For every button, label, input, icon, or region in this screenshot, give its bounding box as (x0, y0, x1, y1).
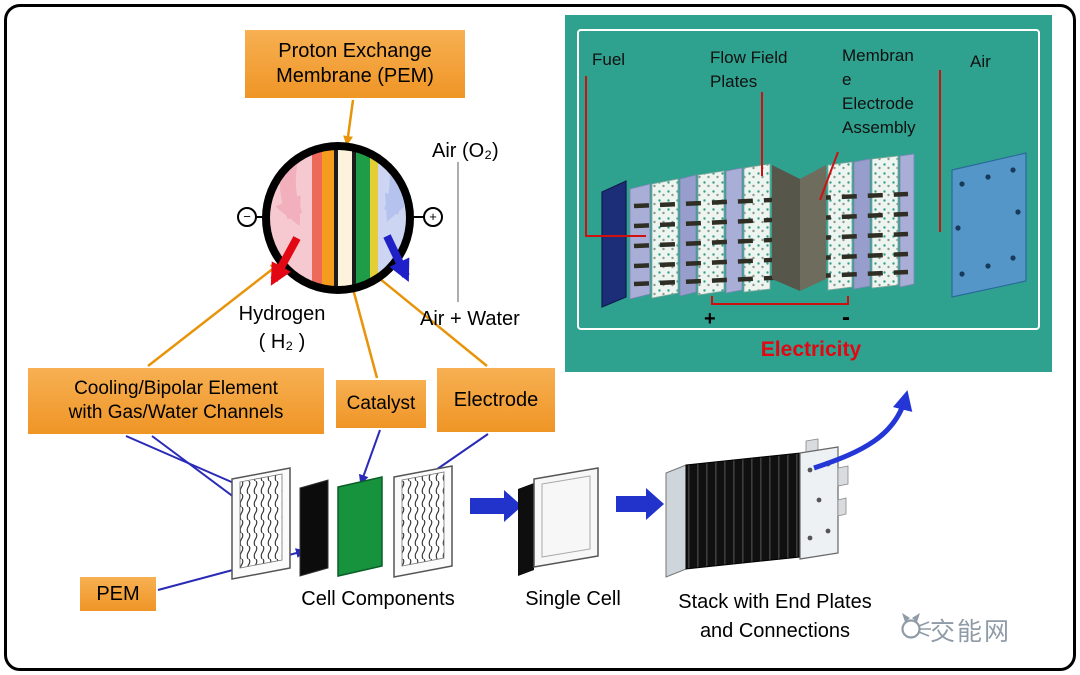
inset-stack-drawing (585, 70, 1027, 308)
stack-drawing (665, 438, 849, 578)
end-plate-bolts (955, 167, 1021, 277)
caption-stack-line2: and Connections (699, 620, 851, 642)
flow-field-line1: Flow Field (710, 48, 788, 67)
inset-callout-lines (585, 70, 941, 305)
inset-plus-label: + (704, 308, 716, 330)
mea-chevron-left (772, 165, 800, 291)
air-in-label: Air (O₂) (432, 140, 499, 162)
inset-fuel-label: Fuel (592, 50, 626, 69)
caption-single-cell: Single Cell (525, 588, 621, 610)
air-water-label: Air + Water (420, 308, 520, 330)
cooling-line1: Cooling/Bipolar Element (74, 378, 278, 400)
cooling-line2: with Gas/Water Channels (68, 402, 284, 423)
inset-minus-label: - (842, 304, 850, 331)
caption-cell-components: Cell Components (301, 588, 455, 610)
fuel-end-plate (601, 180, 627, 308)
pem-title-line1: Proton Exchange (278, 40, 432, 62)
watermark-logo-icon (901, 613, 931, 639)
fuel-cell-cross-section (262, 142, 414, 294)
pem-title-line2: Membrane (PEM) (276, 65, 434, 87)
inset-flow-field-label: Flow Field Plates (710, 46, 787, 94)
mea-chevron-right (800, 165, 826, 291)
pem-title-box: Proton Exchange Membrane (PEM) (245, 30, 465, 98)
positive-terminal-icon: + (423, 207, 443, 227)
hydrogen-line2: ( H₂ ) (258, 331, 306, 353)
negative-terminal-icon: − (237, 207, 257, 227)
watermark-text: 交能网 (930, 618, 1012, 646)
electrode-label: Electrode (453, 388, 539, 411)
air-end-plate (951, 152, 1027, 298)
stack-to-inset-arrow (813, 390, 913, 471)
hydrogen-out-arrow (270, 236, 301, 286)
mea-line4: Assembly (842, 118, 916, 137)
mea-line1: Membran (842, 46, 914, 65)
assembly-step-arrow-2 (616, 488, 664, 520)
pem-small-label: PEM (96, 582, 140, 605)
inset-white-border (577, 29, 1040, 330)
caption-stack: Stack with End Plates and Connections (655, 588, 895, 646)
electrode-box: Electrode (437, 368, 555, 432)
hydrogen-label: Hydrogen ( H₂ ) (222, 300, 342, 356)
air-water-out-arrow (383, 234, 410, 282)
caption-stack-line1: Stack with End Plates (678, 591, 872, 613)
cell-components-drawing (231, 465, 453, 580)
cooling-bipolar-box: Cooling/Bipolar Element with Gas/Water C… (28, 368, 324, 434)
single-cell-drawing (518, 467, 599, 576)
catalyst-label: Catalyst (346, 393, 416, 415)
pem-small-box: PEM (80, 577, 156, 611)
flow-field-line2: Plates (710, 72, 758, 91)
inset-electricity-label: Electricity (760, 338, 862, 361)
catalyst-box: Catalyst (336, 380, 426, 428)
inset-mea-label: Membran e Electrode Assembly (842, 44, 916, 140)
electrode-plate (299, 479, 329, 577)
mea-line3: Electrode (842, 94, 914, 113)
mea-line2: e (842, 70, 852, 89)
assembly-step-arrow-1 (470, 490, 522, 522)
inset-air-label: Air (970, 52, 991, 71)
air-in-arrow (383, 153, 406, 222)
flow-channel-bars (633, 191, 909, 287)
membrane-plate (337, 476, 383, 577)
hydrogen-line1: Hydrogen (238, 303, 326, 325)
